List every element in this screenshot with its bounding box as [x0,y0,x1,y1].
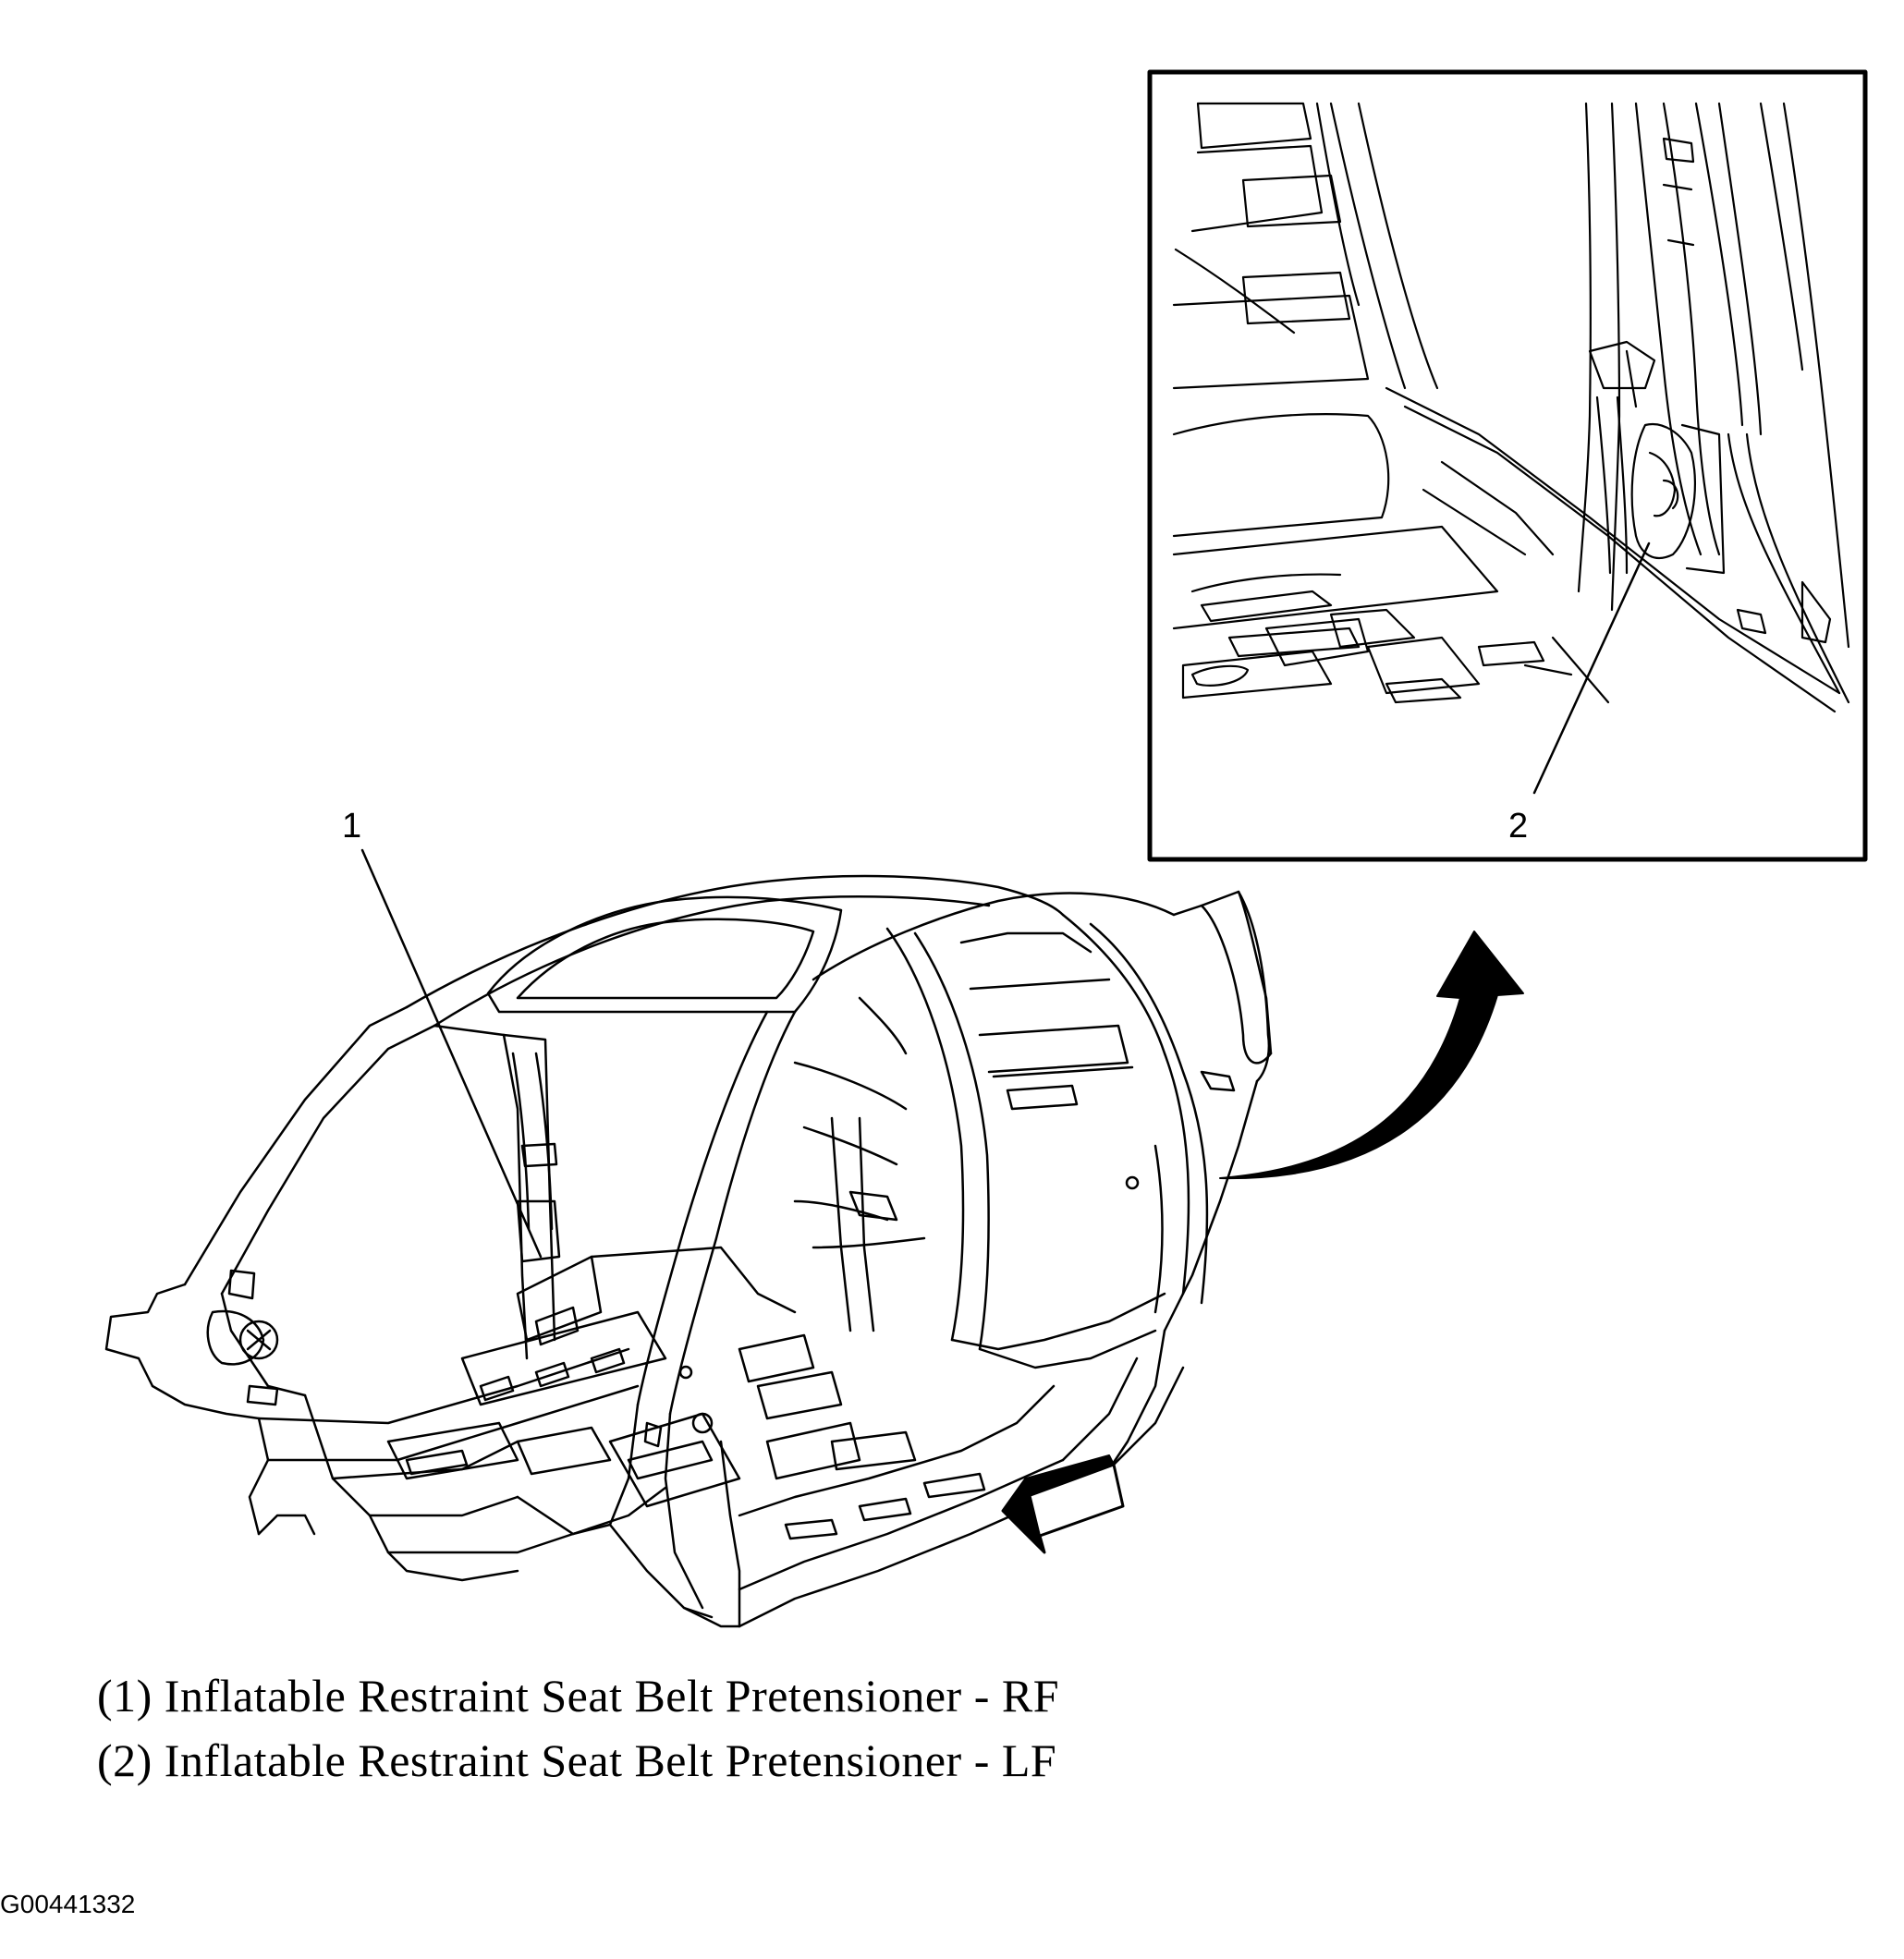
vehicle-body-structure [104,874,1273,1628]
legend-item-2: (2) Inflatable Restraint Seat Belt Prete… [97,1734,1057,1786]
forward-direction-arrow [1001,1454,1125,1554]
curved-pointer-arrow [1219,931,1524,1180]
legend: (1) Inflatable Restraint Seat Belt Prete… [97,1663,1059,1793]
callout-label-1: 1 [342,807,362,846]
callout-label-2: 2 [1508,807,1529,846]
leader-line-2 [1532,541,1651,795]
legend-item-1: (1) Inflatable Restraint Seat Belt Prete… [97,1670,1060,1722]
inset-detail-view [1147,69,1868,862]
figure-id: G00441332 [0,1890,136,1918]
leader-line-1 [360,848,543,1259]
inset-body-structure [1172,102,1850,713]
